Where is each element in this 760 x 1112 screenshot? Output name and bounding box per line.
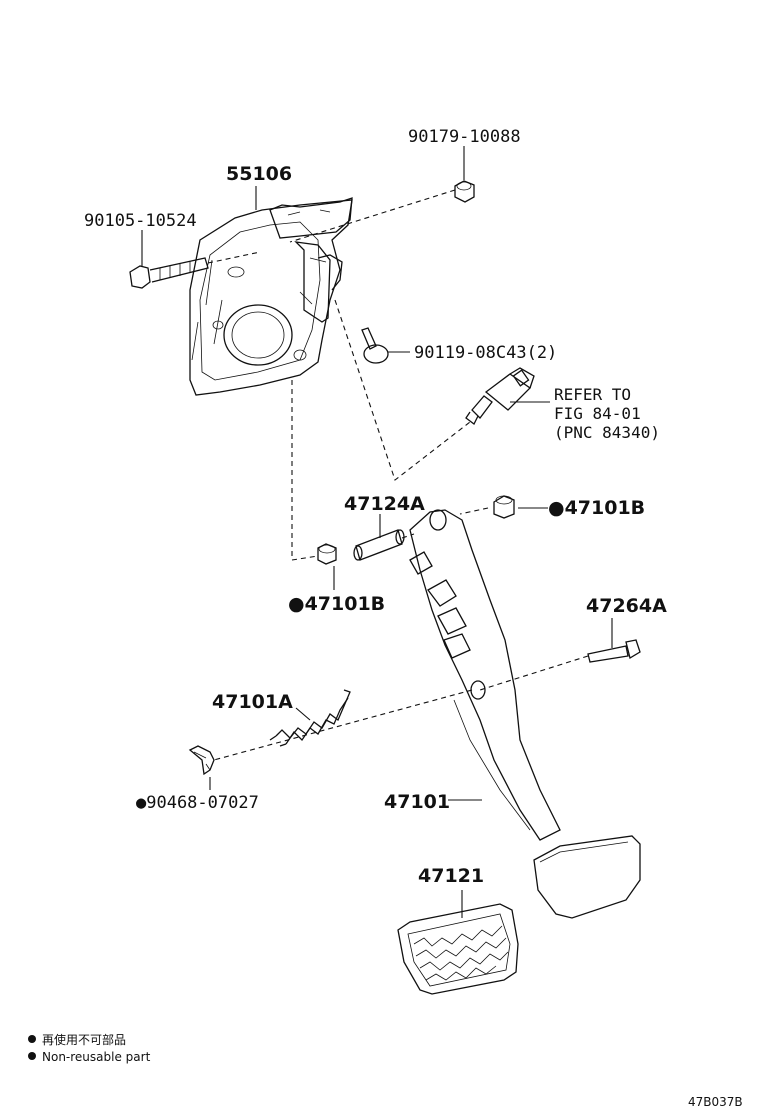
label-47101: 47101 bbox=[384, 791, 450, 813]
label-90119-08c43: 90119-08C43(2) bbox=[414, 343, 557, 363]
bushing-47101b-left bbox=[317, 543, 337, 565]
label-90179-10088: 90179-10088 bbox=[408, 127, 521, 147]
label-refer-pnc: (PNC 84340) bbox=[554, 423, 660, 442]
label-47121: 47121 bbox=[418, 865, 484, 887]
label-90105-10524: 90105-10524 bbox=[84, 211, 197, 231]
assembly-lines bbox=[207, 189, 589, 761]
legend-bullet-icon bbox=[28, 1052, 36, 1060]
stop-lamp-switch-84340 bbox=[465, 367, 535, 425]
legend-line-japanese: 再使用不可部品 bbox=[42, 1032, 126, 1047]
bolt-90105-10524 bbox=[129, 257, 209, 289]
bushing-47101b-right bbox=[493, 495, 515, 519]
label-47101b-right: ●47101B bbox=[548, 497, 645, 519]
collar-47124a bbox=[353, 529, 405, 561]
pedal-pad-47121 bbox=[397, 903, 519, 995]
legend-line-english: Non-reusable part bbox=[42, 1050, 151, 1064]
nut-90179-10088 bbox=[454, 180, 475, 203]
label-90468-07027: ●90468-07027 bbox=[136, 793, 259, 813]
return-spring-47101a bbox=[269, 689, 351, 747]
label-55106: 55106 bbox=[226, 163, 292, 185]
label-47101a: 47101A bbox=[212, 691, 293, 713]
pedal-bracket-55106 bbox=[189, 197, 353, 396]
label-refer-to: REFER TO bbox=[554, 385, 631, 404]
label-refer-fig: FIG 84-01 bbox=[554, 404, 641, 423]
brake-pedal-arm-47101 bbox=[409, 509, 641, 919]
label-47264a: 47264A bbox=[586, 595, 667, 617]
bolt-90119-08c43 bbox=[361, 327, 389, 364]
legend: 再使用不可部品 Non-reusable part bbox=[28, 1032, 151, 1064]
label-47101b-left: ●47101B bbox=[288, 593, 385, 615]
leader-lines bbox=[141, 146, 613, 918]
clip-90468-07027 bbox=[188, 745, 215, 776]
legend-bullet-icon bbox=[28, 1035, 36, 1043]
pin-47264a bbox=[587, 639, 641, 663]
figure-code: 47B037B bbox=[688, 1095, 743, 1109]
label-47124a: 47124A bbox=[344, 493, 425, 515]
